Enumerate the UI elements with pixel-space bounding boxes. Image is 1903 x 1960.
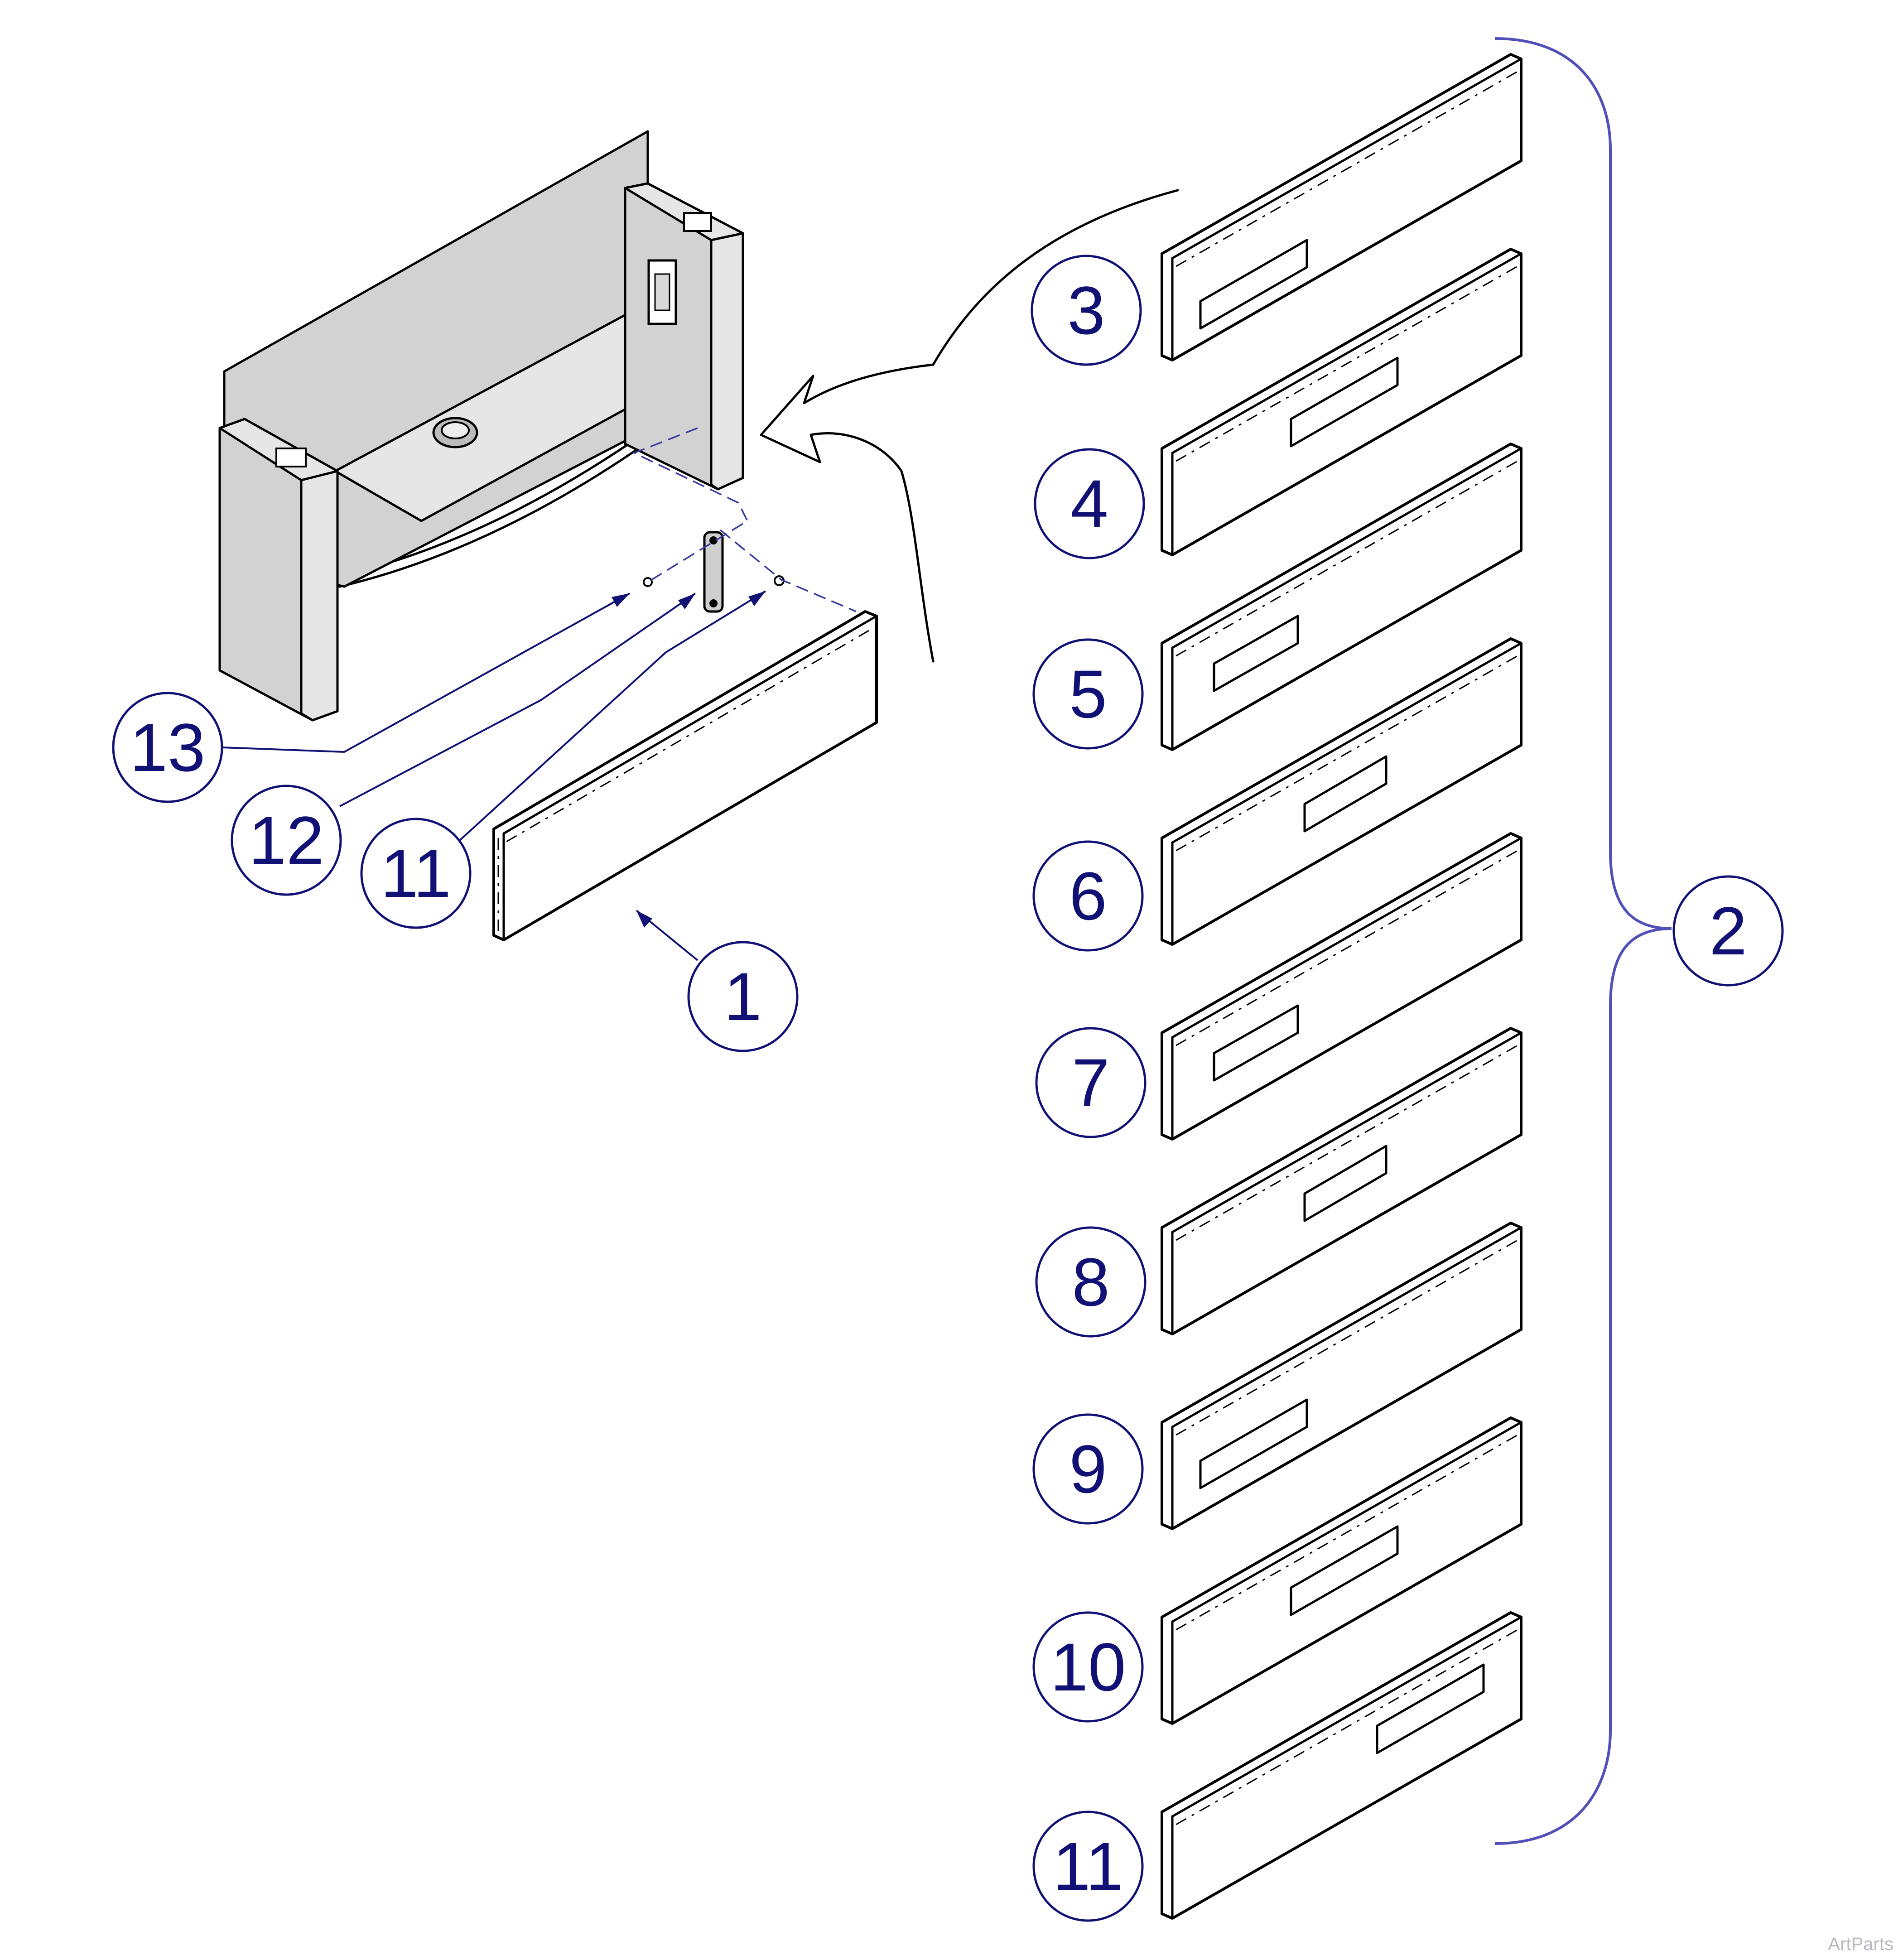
callout-label: 1	[724, 958, 761, 1035]
callout-9: 9	[1032, 1413, 1144, 1525]
callout-label: 5	[1069, 656, 1107, 732]
callout-label: 10	[1050, 1629, 1126, 1705]
callout-label: 9	[1069, 1431, 1107, 1507]
part-1-front-panel	[492, 610, 878, 941]
callout-label: 7	[1072, 1045, 1109, 1121]
watermark: ArtParts	[1828, 1934, 1893, 1954]
callout-4: 4	[1034, 448, 1145, 559]
callout-6: 6	[1032, 840, 1144, 952]
callout-8: 8	[1035, 1226, 1147, 1338]
callout-14: 13	[112, 692, 223, 803]
callout-label: 6	[1069, 858, 1107, 934]
callout-label: 3	[1067, 272, 1105, 348]
callout-11: 11	[1032, 1811, 1144, 1922]
panel-7	[1161, 832, 1522, 1141]
leader-lines	[222, 590, 766, 961]
callout-label: 2	[1709, 893, 1747, 969]
panel-10	[1161, 1416, 1522, 1725]
panel-5	[1161, 443, 1522, 751]
callout-label: 13	[130, 709, 206, 785]
callout-label: 12	[249, 802, 324, 878]
panel-4	[1161, 248, 1522, 556]
callout-7: 7	[1035, 1027, 1147, 1138]
panel-3	[1161, 53, 1522, 361]
callout-label: 11	[381, 835, 451, 911]
callout-1: 1	[687, 941, 799, 1052]
callout-2: 2	[1672, 875, 1784, 987]
panel-6	[1161, 637, 1522, 946]
cabinet-assembly	[218, 130, 857, 722]
callout-5: 5	[1032, 638, 1144, 750]
callout-label: 4	[1070, 466, 1108, 542]
panel-8	[1161, 1027, 1522, 1335]
substitution-arrow	[760, 189, 1179, 663]
callout-label: 11	[1053, 1828, 1123, 1904]
callout-label: 8	[1072, 1244, 1109, 1320]
callout-10: 10	[1032, 1611, 1144, 1723]
callout-13: 12	[231, 785, 342, 896]
callout-3: 3	[1031, 255, 1142, 366]
callout-12: 11	[360, 818, 472, 929]
drawer-front-panels	[1161, 53, 1522, 1920]
brace-part-2	[1494, 37, 1672, 1845]
panel-11	[1161, 1611, 1522, 1920]
panel-9	[1161, 1222, 1522, 1530]
